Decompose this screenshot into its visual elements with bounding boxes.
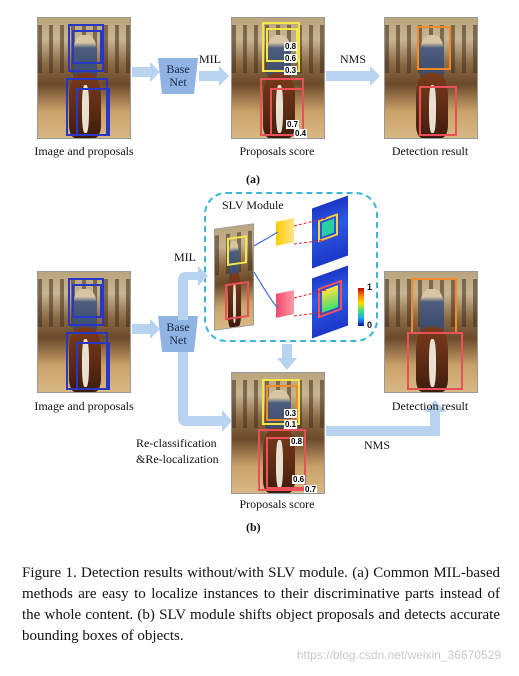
caption-scores-b: Proposals score	[239, 497, 315, 511]
score-label: 0.6	[292, 475, 306, 484]
watermark: https://blog.csdn.net/weixin_36670529	[296, 648, 501, 662]
arrow-recls	[178, 352, 232, 432]
arrow-scores-to-result-b	[326, 400, 446, 436]
slv-connectors	[253, 217, 327, 317]
caption-scores-a: Proposals score	[239, 144, 315, 158]
result-box-orange	[417, 26, 451, 70]
result-box-red	[419, 86, 457, 136]
score-label: 0.7	[304, 485, 318, 494]
proposal-box	[68, 24, 104, 72]
arrow-label-mil-a: MIL	[199, 52, 221, 66]
arrow-slv-to-scores	[277, 344, 297, 370]
panel-label-a: (a)	[246, 172, 260, 186]
result-box-red	[407, 332, 463, 390]
result-image-a	[384, 17, 478, 139]
score-label: 0.3	[284, 409, 298, 418]
score-box-yellow	[262, 379, 300, 425]
score-label: 0.4	[294, 129, 308, 138]
score-box-red	[270, 88, 304, 136]
proposal-box	[76, 88, 110, 136]
colorbar	[358, 288, 364, 326]
arrow-input-to-basenet-a	[132, 62, 160, 82]
arrow-basenet-to-slv	[178, 266, 208, 320]
score-box-red	[266, 437, 306, 489]
score-label: 0.8	[290, 437, 304, 446]
scores-image-b: 0.3 0.1 0.8 0.6 0.7	[231, 372, 325, 494]
arrow-basenet-to-scores-a	[199, 66, 229, 86]
slv-module-box	[204, 192, 378, 342]
arrow-label-recls-line2: &Re-localization	[136, 452, 219, 466]
caption-input-b: Image and proposals	[34, 399, 134, 413]
slv-box-yellow	[227, 235, 247, 266]
caption-result-b: Detection result	[391, 399, 469, 413]
result-box-orange	[411, 278, 457, 334]
proposal-box	[68, 278, 104, 326]
colorbar-min-label: 0	[367, 320, 373, 330]
score-box-orange	[266, 385, 298, 421]
proposal-box	[72, 284, 102, 318]
arrow-label-recls-line1: Re-classification	[136, 436, 217, 450]
colorbar-max-label: 1	[367, 282, 373, 292]
arrow-label-nms-b: NMS	[364, 438, 391, 452]
score-label: 0.6	[284, 54, 298, 63]
score-label: 0.8	[284, 42, 298, 51]
input-image-a	[37, 17, 131, 139]
slv-module-title: SLV Module	[222, 198, 284, 212]
panel-label-b: (b)	[246, 520, 261, 534]
scores-image-a: 0.8 0.6 0.3 0.7 0.4	[231, 17, 325, 139]
arrow-label-nms-a: NMS	[340, 52, 367, 66]
figure-caption: Figure 1. Detection results without/with…	[22, 565, 500, 644]
caption-result-a: Detection result	[391, 144, 469, 158]
proposal-box	[72, 30, 102, 64]
score-label: 0.7	[286, 120, 300, 129]
input-image-b	[37, 271, 131, 393]
slv-proposals-image	[214, 223, 254, 331]
proposal-box	[76, 342, 110, 390]
arrow-label-mil-b: MIL	[174, 250, 196, 264]
score-label: 0.1	[284, 420, 298, 429]
arrow-input-to-basenet-b	[132, 319, 160, 339]
caption-input-a: Image and proposals	[34, 144, 134, 158]
result-image-b	[384, 271, 478, 393]
arrow-scores-to-result-a	[326, 66, 380, 86]
score-label: 0.3	[284, 66, 298, 75]
slv-box-red	[225, 280, 249, 321]
score-box-yellow	[262, 22, 300, 72]
